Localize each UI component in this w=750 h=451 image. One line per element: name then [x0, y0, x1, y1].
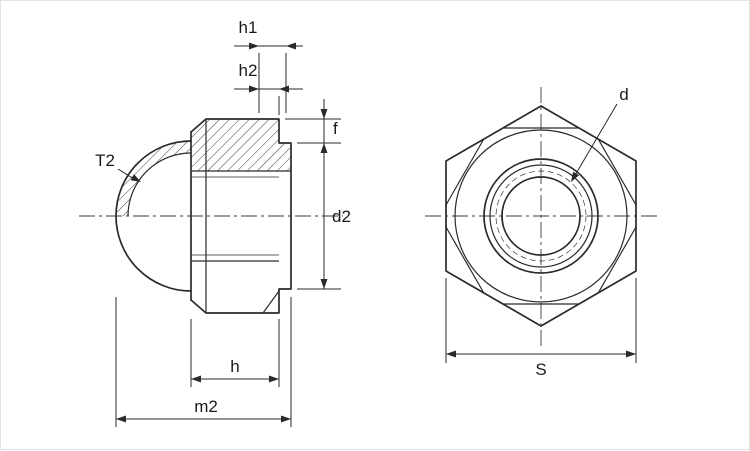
bore-circle	[501, 176, 581, 256]
dome-inner-arc	[127, 152, 192, 217]
m2-arrowhead-left	[116, 415, 126, 423]
countersink-circle	[483, 158, 599, 274]
dim-label-S: S	[535, 360, 546, 379]
d2-arrowhead-down	[320, 279, 328, 289]
dimension-S: S	[445, 278, 637, 379]
d-leader-line	[573, 103, 618, 178]
h2-arrowhead-left	[249, 85, 259, 93]
section-hatch-top	[191, 119, 291, 171]
corner-facet-upper-left	[445, 138, 485, 206]
m2-arrowhead-right	[281, 415, 291, 423]
side-section-view: h1 h2 f d2 T2	[79, 18, 351, 427]
front-view: d S	[425, 85, 661, 379]
bottom-right-chamfer-line	[262, 290, 280, 314]
dim-label-d: d	[619, 85, 628, 104]
S-arrowhead-right	[626, 350, 636, 358]
chamfer-circle	[454, 129, 628, 303]
dimension-h1: h1	[234, 18, 303, 113]
dome-outer-arc	[115, 140, 192, 292]
dim-label-h1: h1	[239, 18, 258, 37]
h2-arrowhead-right	[279, 85, 289, 93]
hexagon-outline	[445, 105, 637, 327]
leader-T2: T2	[95, 151, 141, 182]
h1-arrowhead-left	[249, 42, 259, 50]
dome-wall-hatch	[116, 141, 191, 216]
h-arrowhead-right	[269, 375, 279, 383]
corner-facet-upper-right	[597, 138, 637, 206]
dim-label-T2: T2	[95, 151, 115, 170]
corner-facet-lower-right	[597, 226, 637, 294]
dimension-h2: h2	[234, 61, 303, 115]
dim-label-h: h	[230, 357, 239, 376]
S-arrowhead-left	[446, 350, 456, 358]
d-arrowhead	[571, 171, 580, 182]
T2-leader-line	[117, 168, 135, 180]
corner-facet-lower-left	[445, 226, 485, 294]
dim-label-h2: h2	[239, 61, 258, 80]
dim-label-m2: m2	[194, 397, 218, 416]
dimension-m2: m2	[115, 297, 292, 427]
dimension-h: h	[190, 319, 280, 387]
dim-label-f: f	[333, 119, 338, 138]
dim-label-d2: d2	[332, 207, 351, 226]
f-d2-arrowhead-up	[320, 143, 328, 153]
T2-arrowhead	[130, 174, 141, 182]
h1-arrowhead-right	[286, 42, 296, 50]
h-arrowhead-left	[191, 375, 201, 383]
f-arrowhead-down	[320, 109, 328, 119]
dimension-f-d2: f d2	[285, 99, 351, 290]
thread-outer-circle	[489, 164, 593, 268]
nut-body-outline	[190, 118, 292, 314]
thread-pitch-circle-dashed	[495, 170, 587, 262]
leader-d: d	[571, 85, 629, 182]
